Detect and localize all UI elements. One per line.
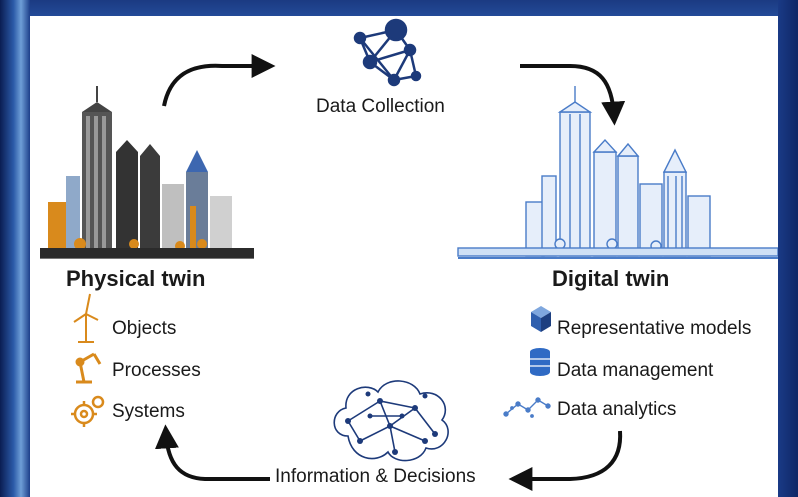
information-decisions-label: Information & Decisions: [275, 466, 476, 487]
digital-item-representative-models: Representative models: [557, 318, 752, 339]
background-right-strip: [778, 0, 798, 497]
data-collection-label: Data Collection: [316, 96, 445, 117]
physical-item-processes: Processes: [112, 360, 201, 381]
physical-twin-title: Physical twin: [66, 266, 206, 291]
digital-city-skyline: [457, 86, 778, 259]
arrow-digital-to-decisions: [508, 430, 623, 491]
gears-icon: [71, 395, 105, 427]
cube-icon: [531, 306, 551, 332]
background-left-strip: [0, 0, 30, 497]
network-icon: [353, 18, 422, 87]
digital-item-data-analytics: Data analytics: [557, 399, 677, 420]
arrow-physical-to-collection: [162, 54, 276, 107]
digital-twin-title: Digital twin: [552, 266, 670, 291]
wind-turbine-icon: [73, 293, 99, 343]
brain-network-icon: [333, 380, 449, 462]
digital-twin-diagram-panel: Data Collection Information & Decisions …: [30, 16, 778, 497]
database-icon: [530, 348, 550, 376]
digital-item-data-management: Data management: [557, 360, 714, 381]
arrow-collection-to-digital: [520, 64, 626, 126]
diagram-canvas: [40, 18, 778, 491]
physical-item-systems: Systems: [112, 401, 185, 422]
robot-arm-icon: [75, 352, 102, 384]
physical-city-skyline: [40, 86, 254, 259]
physical-item-objects: Objects: [112, 318, 177, 339]
arrow-decisions-to-physical: [154, 424, 270, 481]
scatter-analytics-icon: [503, 397, 551, 418]
background-top-band: [0, 0, 798, 16]
